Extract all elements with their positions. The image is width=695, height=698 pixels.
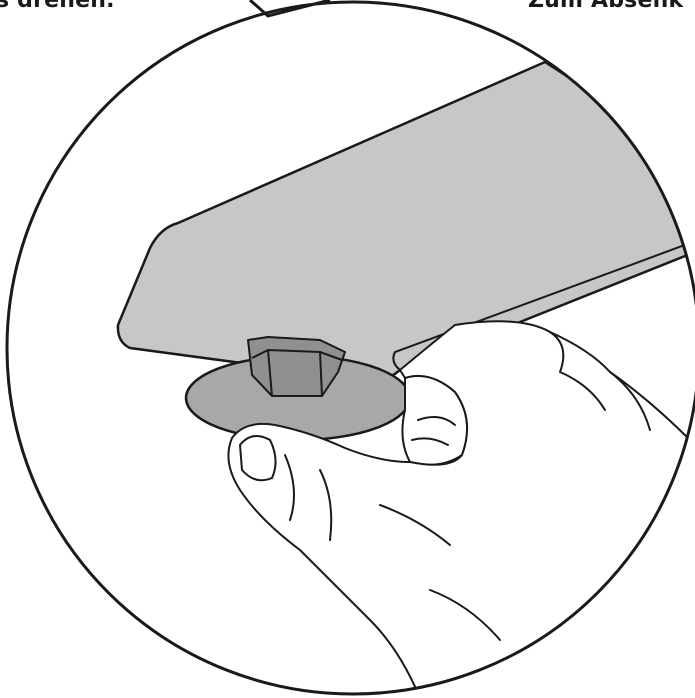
frame-leg: [118, 62, 695, 381]
